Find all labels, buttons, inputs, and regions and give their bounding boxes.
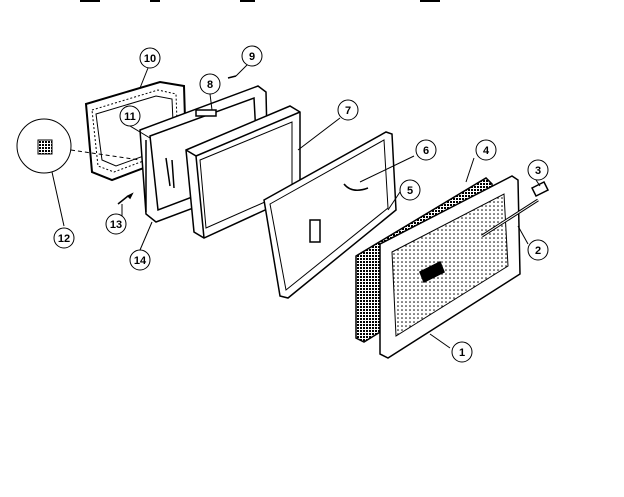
callout-5: 5 <box>399 179 421 201</box>
callout-12-label: 12 <box>58 233 70 245</box>
callout-8-label: 8 <box>207 79 213 91</box>
inner-glass <box>263 131 397 299</box>
callout-9: 9 <box>241 45 263 67</box>
handle-rod <box>481 198 539 238</box>
callout-13-label: 13 <box>110 219 122 231</box>
callout-2-label: 2 <box>535 245 541 257</box>
callout-6: 6 <box>415 139 437 161</box>
callout-3-label: 3 <box>535 165 541 177</box>
callout-11: 11 <box>119 105 141 127</box>
callout-7: 7 <box>337 99 359 121</box>
callout-5-label: 5 <box>407 185 413 197</box>
pin <box>227 75 237 79</box>
callout-8: 8 <box>199 73 221 95</box>
callout-12: 12 <box>53 227 75 249</box>
callout-2: 2 <box>527 239 549 261</box>
callout-4: 4 <box>475 139 497 161</box>
end-cap <box>530 180 550 198</box>
callout-10-label: 10 <box>144 53 156 65</box>
callout-1: 1 <box>451 341 473 363</box>
callout-14-label: 14 <box>134 255 147 267</box>
callout-6-label: 6 <box>423 145 429 157</box>
detail-inset <box>16 118 141 174</box>
callout-7-label: 7 <box>345 105 351 117</box>
leader-lines <box>51 61 541 349</box>
callout-10: 10 <box>139 47 161 69</box>
callout-4-label: 4 <box>483 145 490 157</box>
callouts: 1 2 3 4 5 6 7 8 <box>53 45 549 363</box>
screw <box>117 192 134 205</box>
callout-9-label: 9 <box>249 51 255 63</box>
outer-door <box>379 175 521 359</box>
callout-3: 3 <box>527 159 549 181</box>
callout-14: 14 <box>129 249 151 271</box>
callout-1-label: 1 <box>459 347 465 359</box>
callout-11-label: 11 <box>124 111 136 123</box>
callout-13: 13 <box>105 213 127 235</box>
